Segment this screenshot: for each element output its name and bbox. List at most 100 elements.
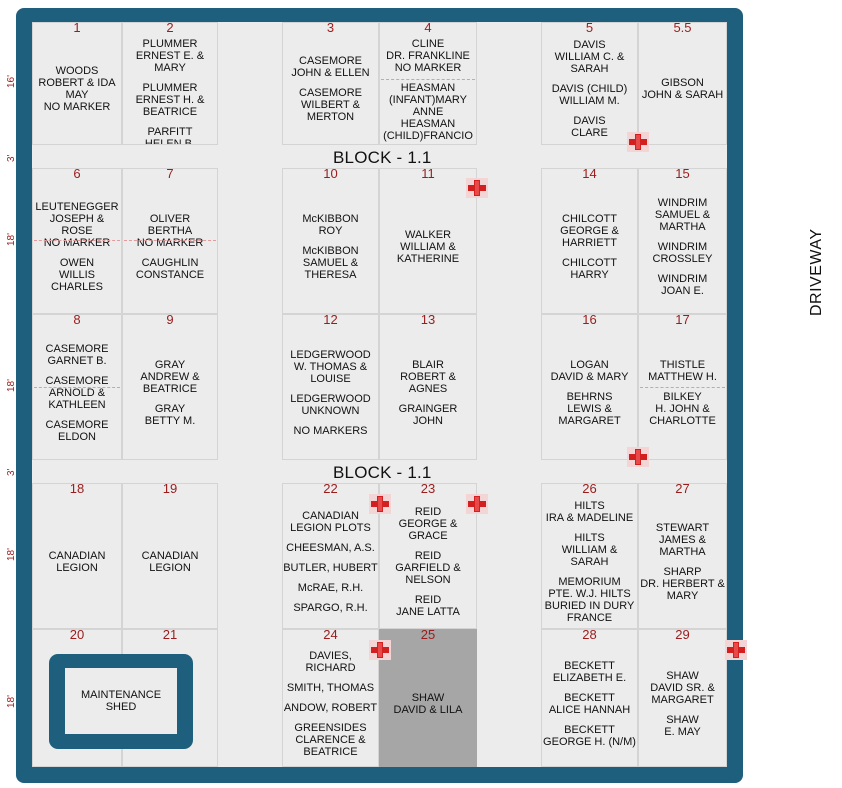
interment-name: DAVIS	[573, 115, 606, 127]
interment-name: CAUGHLIN	[141, 256, 199, 269]
interment-name: CASEMORE	[299, 87, 362, 99]
interment-name: WILLIAM &	[400, 240, 456, 253]
plot-number: 24	[323, 629, 338, 642]
interment-name: BEATRICE	[303, 745, 358, 758]
interment-name: SAMUEL & MARTHA	[654, 208, 711, 233]
interment-name: MARGARET	[651, 693, 714, 706]
red-cross-icon	[725, 640, 747, 660]
interment-name: BILKEY	[663, 390, 702, 403]
plot-number: 22	[323, 483, 338, 496]
interment-name: SHAW	[411, 691, 445, 704]
plot-number: 17	[675, 314, 690, 327]
driveway-label: DRIVEWAY	[808, 228, 825, 316]
interment-name: DAVID SR. &	[650, 681, 715, 694]
interment-name: WINDRIM	[657, 196, 708, 209]
interment-name: LOUISE	[310, 372, 351, 385]
plot-number: 20	[69, 629, 85, 642]
interment-name: JOSEPH & ROSE	[49, 212, 105, 237]
row-dimension: 3'	[6, 154, 17, 162]
interment-name: HELEN B.	[144, 138, 196, 145]
interment-name: CANADIAN	[302, 509, 359, 522]
plot-number: 4	[424, 22, 432, 35]
plot-number: 25	[420, 629, 436, 642]
interment-name: KATHERINE	[396, 252, 460, 265]
plot-number: 23	[420, 483, 436, 496]
interment-name: BEATRICE	[142, 106, 198, 118]
interment-name: SPARGO, R.H.	[293, 601, 368, 614]
interment-name: DR. FRANKLINE	[386, 50, 470, 62]
interment-name: ANDOW, ROBERT	[283, 701, 378, 714]
interment-name: ANDREW &	[140, 370, 200, 383]
row-dimension: 3'	[6, 468, 17, 476]
interment-name: (CHILD)FRANCIO	[383, 130, 473, 142]
interment-name: W. THOMAS &	[293, 360, 368, 373]
interment-name: MATTHEW H.	[648, 370, 717, 383]
interment-name: CANADIAN	[141, 549, 199, 562]
interment-name: BEHRNS	[566, 390, 613, 403]
interment-name: CHEESMAN, A.S.	[286, 541, 375, 554]
interment-name: LEWIS &	[567, 402, 612, 415]
interment-name: OLIVER	[149, 212, 191, 225]
interment-name: LEGION PLOTS	[290, 521, 371, 534]
plot-number: 7	[166, 168, 174, 181]
interment-name: GEORGE & GRACE	[398, 517, 458, 542]
interment-name: CLARE	[571, 127, 608, 139]
red-cross-icon	[369, 494, 391, 514]
plot-number: 29	[675, 629, 690, 642]
row-dimension: 18'	[6, 232, 17, 246]
interment-name: HILTS	[574, 499, 605, 512]
interment-name: BEATRICE	[142, 382, 198, 395]
interment-name: NO MARKER	[136, 236, 204, 249]
interment-name: CLINE	[411, 38, 445, 50]
red-cross-icon	[627, 447, 649, 467]
interment-name: SAMUEL &	[302, 256, 359, 269]
interment-name: (INFANT)MARY ANNE	[388, 94, 468, 118]
interment-name: SARAH	[570, 63, 609, 75]
interment-name: CASEMORE	[45, 374, 109, 387]
interment-name: PLUMMER	[142, 38, 198, 50]
interment-name: REID	[414, 593, 442, 606]
interment-name: STEWART	[655, 521, 710, 534]
interment-name: BECKETT	[564, 659, 615, 672]
shed-label-line: MAINTENANCE	[80, 689, 162, 701]
interment-name: ROY	[318, 224, 343, 237]
red-cross-icon	[466, 178, 488, 198]
interment-name: PTE. W.J. HILTS	[548, 587, 631, 600]
interment-name: CHARLOTTE	[649, 414, 716, 427]
